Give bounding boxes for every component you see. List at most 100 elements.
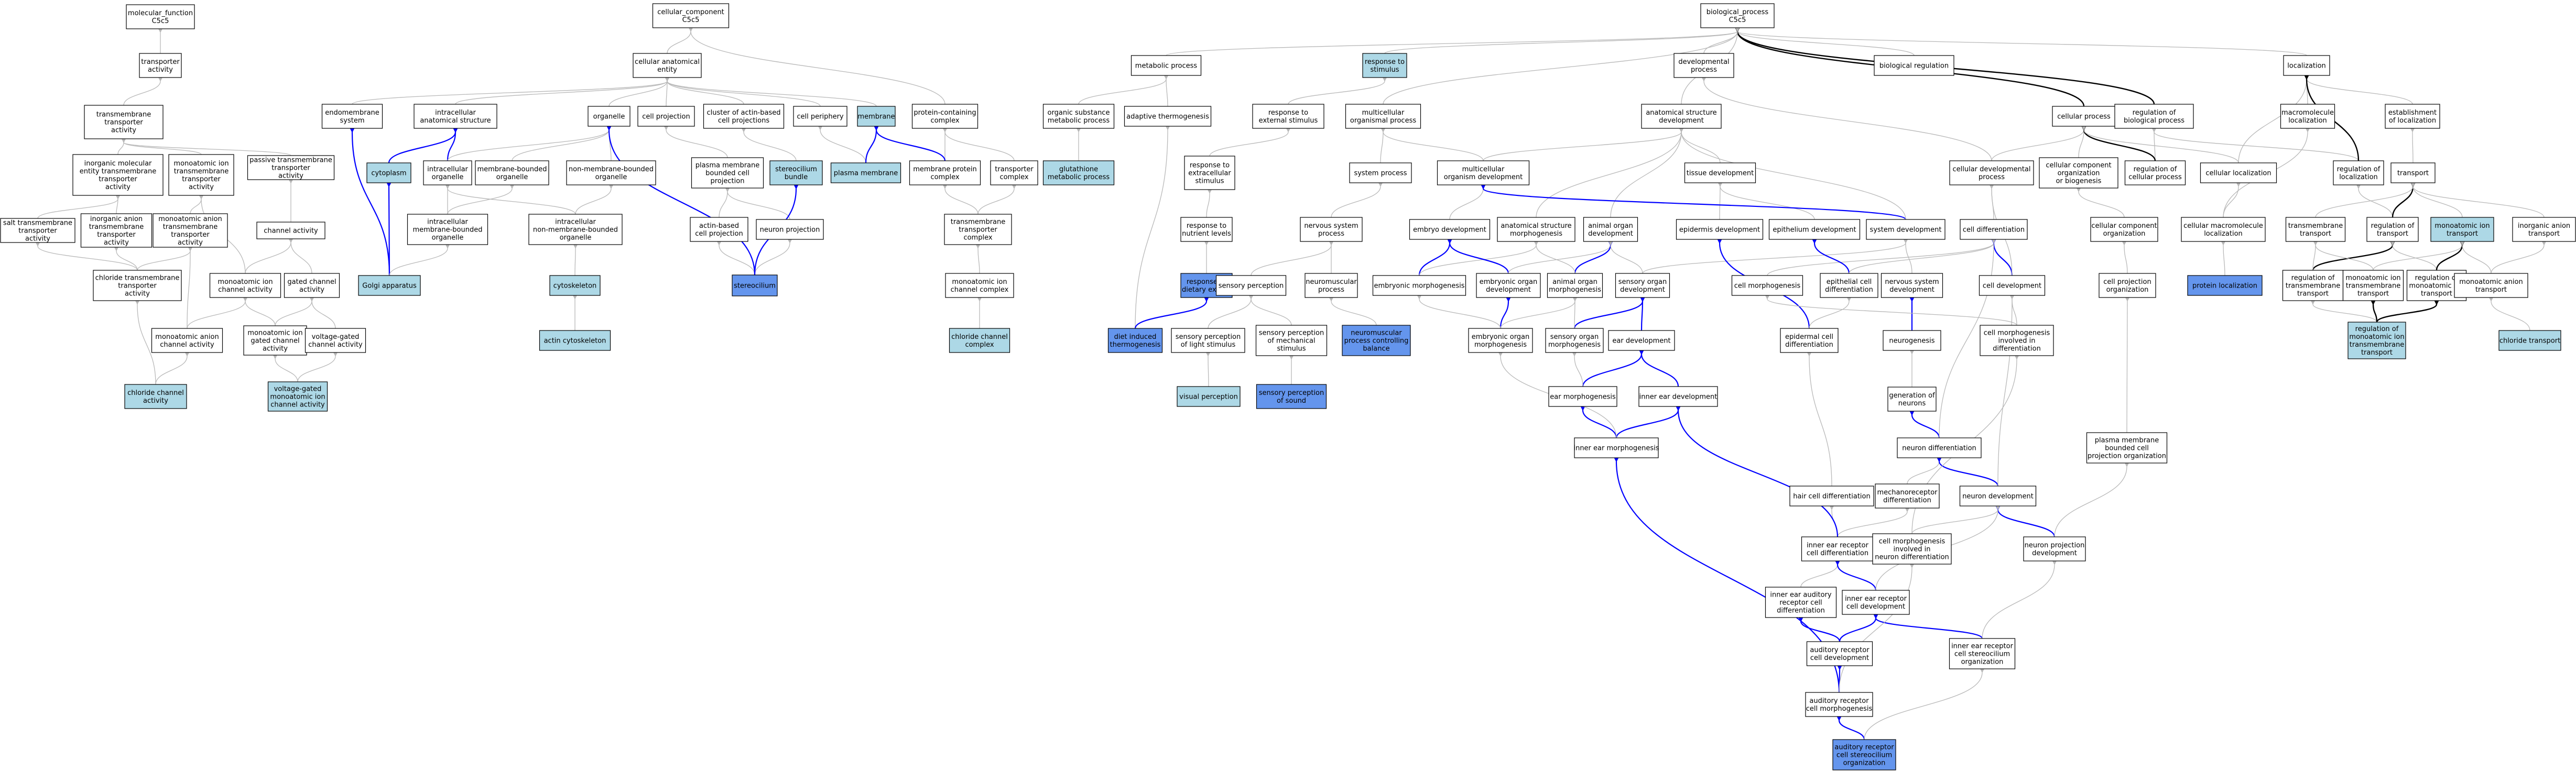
node-cell-development[interactable]: cell development — [1979, 275, 2046, 296]
node-hair-cell-diff[interactable]: hair cell differentiation — [1789, 486, 1874, 506]
node-neurogenesis[interactable]: neurogenesis — [1883, 330, 1941, 351]
node-epithelium-dev[interactable]: epithelium development — [1768, 219, 1861, 240]
node-inner-ear-morphogenesis[interactable]: inner ear morphogenesis — [1573, 437, 1659, 458]
node-cell-projection[interactable]: cell projection — [637, 106, 695, 127]
node-stereocilium[interactable]: stereocilium — [732, 274, 778, 296]
node-protein-localization[interactable]: protein localization — [2187, 275, 2263, 296]
node-embryonic-morphogenesis[interactable]: embryonic morphogenesis — [1372, 275, 1466, 296]
node-cell-periphery[interactable]: cell periphery — [793, 106, 847, 127]
node-cytoskeleton[interactable]: cytoskeleton — [549, 275, 601, 296]
node-chloride-transport[interactable]: chloride transport — [2498, 330, 2561, 351]
node-cytoplasm[interactable]: cytoplasm — [366, 162, 411, 183]
node-plasma-membrane[interactable]: plasma membrane — [830, 162, 901, 183]
node-channel-activity[interactable]: channel activity — [256, 222, 325, 239]
node-neuron-development[interactable]: neuron development — [1959, 486, 2037, 506]
node-cellular-localization[interactable]: cellular localization — [2200, 162, 2277, 183]
node-sensory-perception[interactable]: sensory perception — [1215, 275, 1287, 296]
node-tissue-dev[interactable]: tissue development — [1684, 162, 1756, 183]
node-organelle[interactable]: organelle — [588, 106, 631, 127]
node-metabolic-process[interactable]: metabolic process — [1131, 55, 1202, 76]
node-neuron-projection[interactable]: neuron projection — [756, 219, 824, 240]
node-system-dev[interactable]: system development — [1866, 219, 1945, 240]
node-adaptive-thermogenesis[interactable]: adaptive thermogenesis — [1124, 106, 1212, 127]
node-transport[interactable]: transport — [2390, 162, 2436, 183]
node-membrane[interactable]: membrane — [857, 106, 896, 127]
node-cell-morphogenesis[interactable]: cell morphogenesis — [1731, 275, 1803, 296]
